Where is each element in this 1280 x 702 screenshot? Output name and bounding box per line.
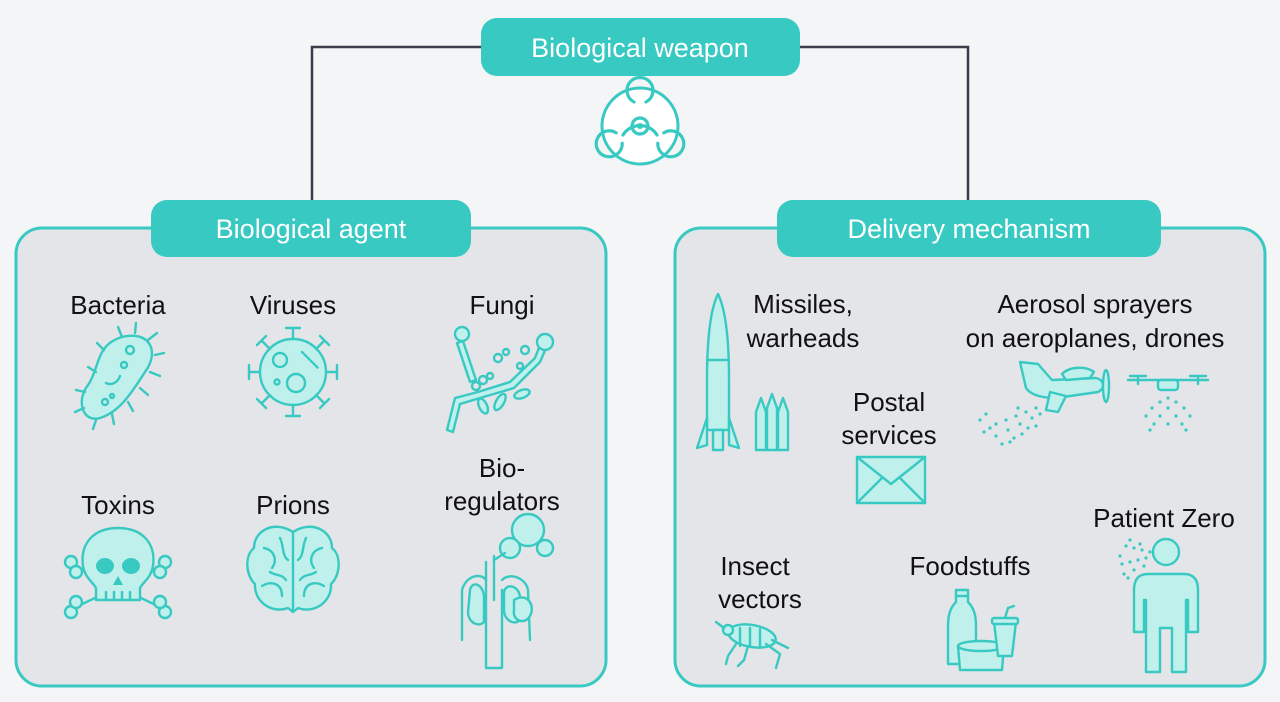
label-viruses: Viruses — [250, 290, 336, 320]
biohazard-icon — [594, 75, 686, 166]
food-containers-icon — [946, 588, 1020, 672]
page-title: Biological weapon — [531, 33, 749, 63]
label-patient-zero: Patient Zero — [1093, 503, 1235, 533]
label-insect-2: vectors — [718, 584, 802, 614]
human-organs-icon — [460, 512, 555, 670]
fungi-icon — [445, 325, 555, 434]
label-insect-1: Insect — [720, 551, 790, 581]
delivery-header-label: Delivery mechanism — [847, 214, 1090, 244]
flea-icon — [714, 620, 790, 670]
label-aerosol-2: on aeroplanes, drones — [966, 323, 1225, 353]
brain-icon — [246, 525, 340, 614]
missile-icon — [695, 292, 790, 452]
label-toxins: Toxins — [81, 490, 155, 520]
label-missiles-1: Missiles, — [753, 289, 853, 319]
envelope-icon — [855, 455, 927, 505]
agent-header-label: Biological agent — [216, 214, 407, 244]
agent-header: Biological agent — [151, 200, 471, 257]
sneezing-person-icon — [1118, 537, 1200, 674]
label-bacteria: Bacteria — [70, 290, 166, 320]
label-missiles-2: warheads — [746, 323, 860, 353]
virus-icon — [247, 326, 339, 418]
sprayer-plane-drone-icon — [978, 360, 1210, 446]
label-bioregulators-2: regulators — [444, 486, 560, 516]
label-aerosol-1: Aerosol sprayers — [997, 289, 1192, 319]
label-bioregulators-1: Bio- — [479, 453, 525, 483]
label-postal-1: Postal — [853, 387, 925, 417]
connector-left — [310, 45, 482, 200]
delivery-header: Delivery mechanism — [777, 200, 1161, 257]
label-prions: Prions — [256, 490, 330, 520]
label-foodstuffs: Foodstuffs — [910, 551, 1031, 581]
label-fungi: Fungi — [469, 290, 534, 320]
label-postal-2: services — [841, 420, 936, 450]
connector-right — [798, 45, 970, 200]
title-pill: Biological weapon — [481, 18, 800, 76]
skull-crossbones-icon — [63, 526, 173, 620]
bacteria-icon — [73, 321, 166, 431]
